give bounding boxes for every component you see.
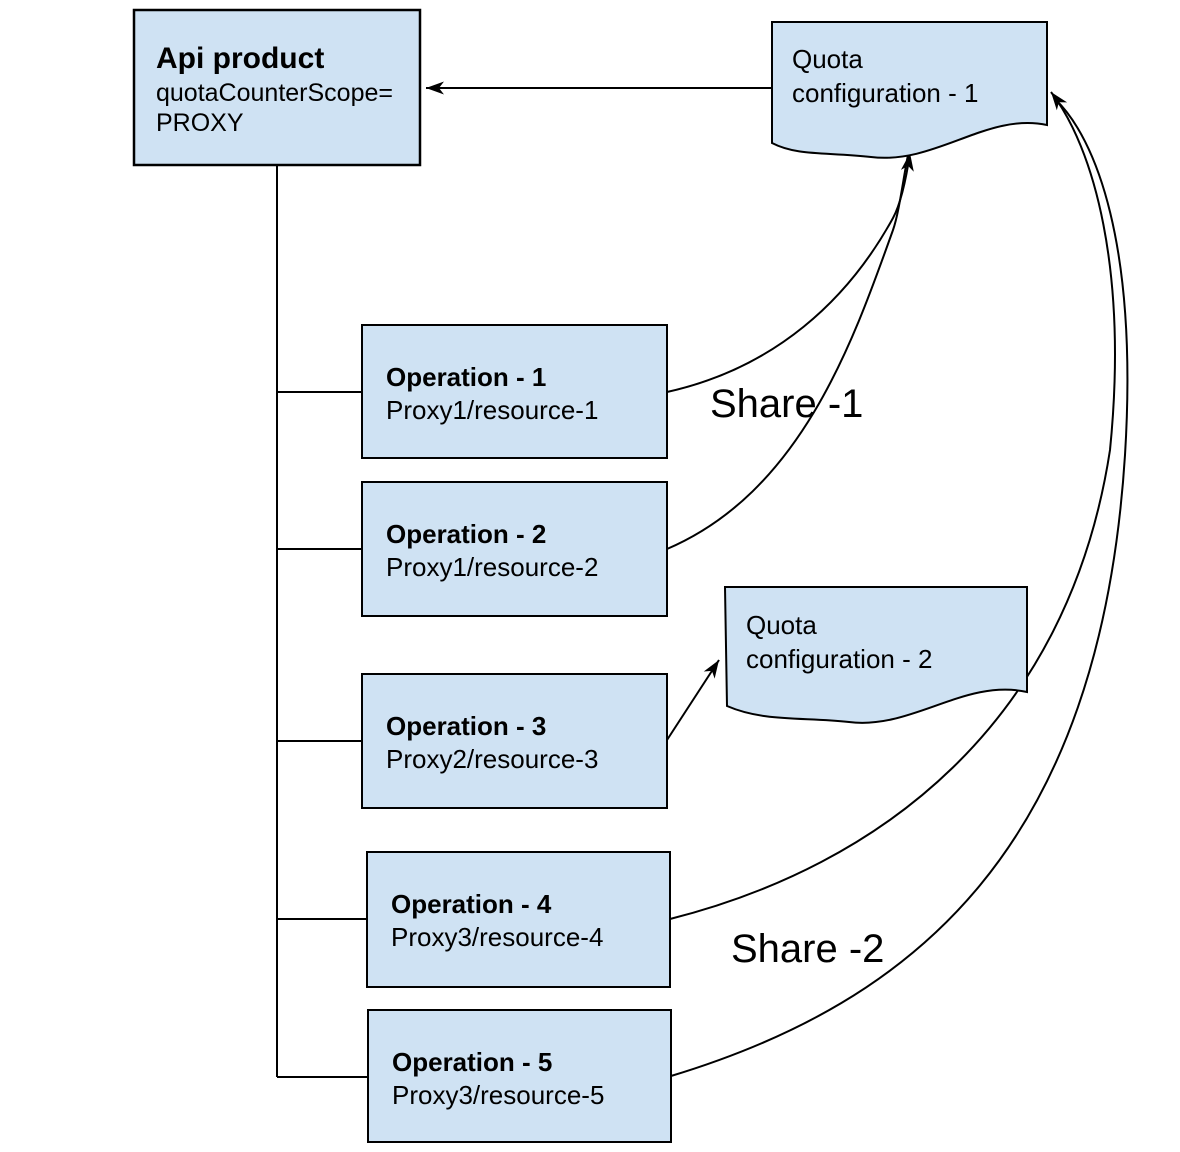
quota-configuration-2-line-1: Quota: [746, 610, 817, 640]
operation-5-node-text: Operation - 5 Proxy3/resource-5: [392, 1046, 604, 1112]
operation-2-shape: [361, 481, 668, 617]
quota-configuration-1-text: Quota configuration - 1: [792, 42, 978, 110]
api-product-attribute-line-1: quotaCounterScope=: [156, 79, 393, 107]
edge-operation-1-to-quota-config-1: [666, 152, 914, 393]
quota-configuration-1-line-1: Quota: [792, 44, 863, 74]
quota-configuration-2-shape: [723, 586, 1028, 724]
operation-2-node-text: Operation - 2 Proxy1/resource-2: [386, 518, 598, 584]
operation-3-path: Proxy2/resource-3: [386, 744, 599, 774]
operation-2-path: Proxy1/resource-2: [386, 552, 599, 582]
operation-3-shape: [361, 673, 668, 809]
operation-5-title: Operation - 5: [392, 1047, 553, 1077]
operation-4-path: Proxy3/resource-4: [391, 922, 604, 952]
operation-2-title: Operation - 2: [386, 519, 547, 549]
api-product-title: Api product: [156, 42, 325, 75]
operation-3-node-text: Operation - 3 Proxy2/resource-3: [386, 710, 598, 776]
operation-3-title: Operation - 3: [386, 711, 547, 741]
api-product-shape: [132, 8, 422, 167]
operation-1-node-text: Operation - 1 Proxy1/resource-1: [386, 361, 598, 427]
api-product-attribute-line-2: PROXY: [156, 109, 244, 137]
edge-operation-5-to-quota-config-1: [670, 98, 1129, 1077]
quota-configuration-2-text: Quota configuration - 2: [746, 608, 932, 676]
operation-5-path: Proxy3/resource-5: [392, 1080, 605, 1110]
operation-1-shape: [361, 324, 668, 459]
share-2-label: Share -2: [731, 927, 885, 971]
operation-4-node-text: Operation - 4 Proxy3/resource-4: [391, 888, 603, 954]
edge-operation-4-to-quota-config-1: [669, 91, 1116, 920]
edge-operation-2-to-quota-config-1: [666, 154, 909, 550]
operation-5-shape: [367, 1009, 672, 1143]
quota-configuration-1-shape: [771, 21, 1048, 159]
operation-4-title: Operation - 4: [391, 889, 552, 919]
quota-configuration-2-line-2: configuration - 2: [746, 644, 933, 674]
share-1-label: Share -1: [710, 382, 864, 426]
edge-operation-3-to-quota-config-2: [666, 659, 720, 741]
operation-1-title: Operation - 1: [386, 362, 547, 392]
operation-4-shape: [366, 851, 671, 988]
api-product-node-text: Api product quotaCounterScope= PROXY: [156, 40, 393, 138]
quota-configuration-1-line-2: configuration - 1: [792, 78, 979, 108]
operation-1-path: Proxy1/resource-1: [386, 395, 599, 425]
